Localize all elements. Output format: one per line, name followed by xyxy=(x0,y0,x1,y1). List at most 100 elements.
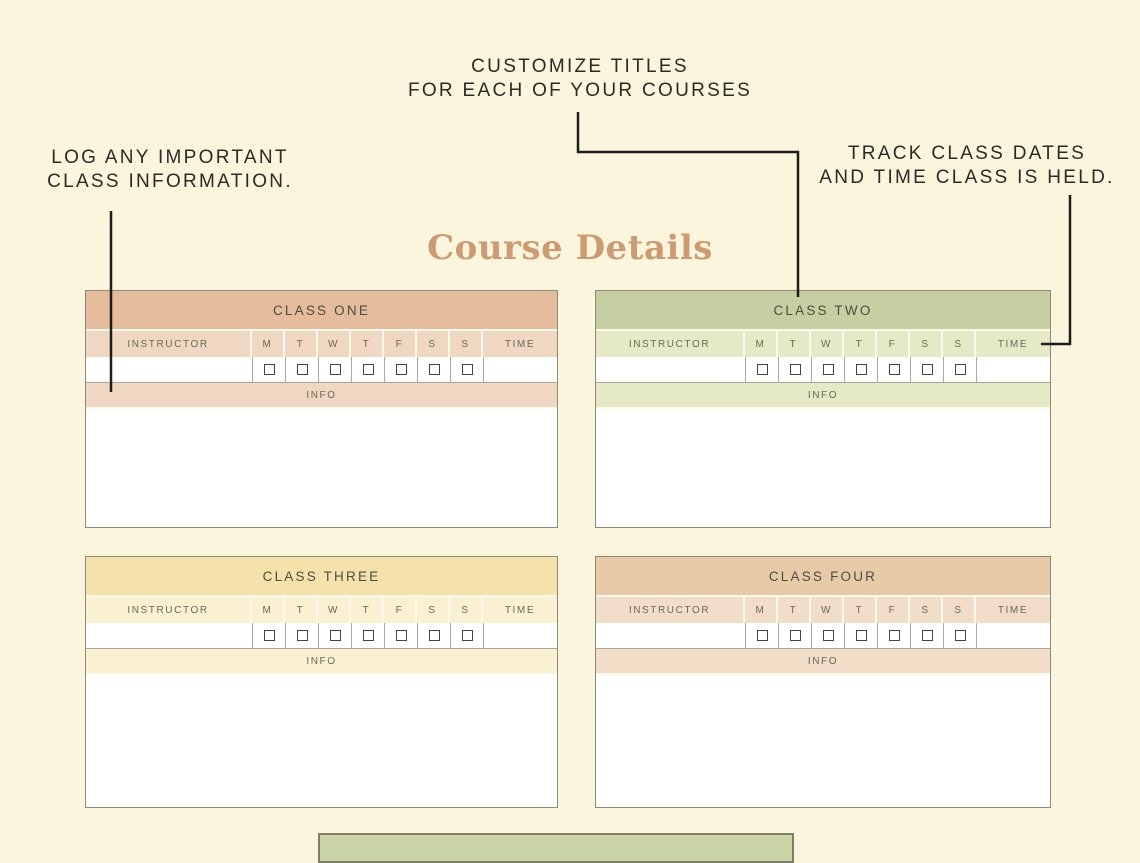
info-notes-area[interactable] xyxy=(596,675,1050,807)
day-column-header: S xyxy=(943,597,976,623)
day-checkbox-cell[interactable] xyxy=(351,623,384,648)
table-title-bar: CLASS ONE xyxy=(86,291,557,331)
day-checkbox[interactable] xyxy=(362,364,374,375)
day-checkbox[interactable] xyxy=(461,630,473,641)
table-entry-row xyxy=(596,357,1050,383)
day-checkbox[interactable] xyxy=(855,630,867,641)
day-checkbox-cell[interactable] xyxy=(844,357,877,382)
day-checkbox[interactable] xyxy=(822,364,834,375)
day-checkbox-cell[interactable] xyxy=(417,357,450,382)
time-input-field[interactable] xyxy=(976,357,1050,382)
info-notes-area[interactable] xyxy=(86,409,557,527)
day-checkbox[interactable] xyxy=(954,630,966,641)
info-notes-area[interactable] xyxy=(86,675,557,807)
day-column-header: S xyxy=(943,331,976,357)
table-entry-row xyxy=(86,357,557,383)
day-checkbox[interactable] xyxy=(395,630,407,641)
day-checkbox[interactable] xyxy=(954,364,966,375)
day-checkbox-cell[interactable] xyxy=(844,623,877,648)
day-checkbox-cell[interactable] xyxy=(318,623,351,648)
day-checkbox-cell[interactable] xyxy=(285,623,318,648)
day-checkbox[interactable] xyxy=(362,630,374,641)
day-checkbox-cell[interactable] xyxy=(285,357,318,382)
day-checkbox[interactable] xyxy=(789,630,801,641)
day-checkbox-cell[interactable] xyxy=(943,623,976,648)
day-checkbox-cell[interactable] xyxy=(943,357,976,382)
day-checkbox-cell[interactable] xyxy=(877,623,910,648)
day-checkbox[interactable] xyxy=(296,364,308,375)
annotation-track-dates: TRACK CLASS DATES AND TIME CLASS IS HELD… xyxy=(802,142,1132,190)
day-checkbox-cell[interactable] xyxy=(252,357,285,382)
annotation-log-info: LOG ANY IMPORTANT CLASS INFORMATION. xyxy=(20,146,320,194)
day-checkbox-cell[interactable] xyxy=(417,623,450,648)
day-checkbox-cell[interactable] xyxy=(318,357,351,382)
day-checkbox-cell[interactable] xyxy=(811,357,844,382)
instructor-input-field[interactable] xyxy=(596,623,745,648)
instructor-column-header: INSTRUCTOR xyxy=(596,331,745,357)
day-column-header: T xyxy=(844,597,877,623)
day-column-header: W xyxy=(811,597,844,623)
day-checkbox[interactable] xyxy=(756,364,768,375)
time-input-field[interactable] xyxy=(483,623,557,648)
day-column-header: M xyxy=(252,331,285,357)
day-checkbox[interactable] xyxy=(296,630,308,641)
day-checkbox-cell[interactable] xyxy=(910,357,943,382)
info-row-label: INFO xyxy=(596,383,1050,409)
instructor-input-field[interactable] xyxy=(86,623,252,648)
day-checkbox[interactable] xyxy=(822,630,834,641)
day-checkbox-cell[interactable] xyxy=(877,357,910,382)
day-checkbox-cell[interactable] xyxy=(778,623,811,648)
day-checkbox[interactable] xyxy=(395,364,407,375)
day-checkbox-cell[interactable] xyxy=(450,357,483,382)
day-checkbox[interactable] xyxy=(263,364,275,375)
day-checkbox[interactable] xyxy=(855,364,867,375)
day-checkbox[interactable] xyxy=(921,630,933,641)
table-title-bar: CLASS TWO xyxy=(596,291,1050,331)
instructor-column-header: INSTRUCTOR xyxy=(596,597,745,623)
day-checkbox-cell[interactable] xyxy=(745,357,778,382)
day-checkbox-cell[interactable] xyxy=(811,623,844,648)
day-checkbox-cell[interactable] xyxy=(745,623,778,648)
day-checkbox[interactable] xyxy=(888,630,900,641)
instructor-input-field[interactable] xyxy=(596,357,745,382)
day-column-header: T xyxy=(351,597,384,623)
day-checkbox[interactable] xyxy=(756,630,768,641)
day-checkbox[interactable] xyxy=(921,364,933,375)
day-column-header: T xyxy=(285,597,318,623)
annotation-line: FOR EACH OF YOUR COURSES xyxy=(407,80,753,101)
day-checkbox[interactable] xyxy=(428,630,440,641)
instructor-column-header: INSTRUCTOR xyxy=(86,331,252,357)
day-checkbox[interactable] xyxy=(461,364,473,375)
day-column-header: W xyxy=(811,331,844,357)
time-input-field[interactable] xyxy=(976,623,1050,648)
day-checkbox-cell[interactable] xyxy=(252,623,285,648)
day-checkbox-cell[interactable] xyxy=(778,357,811,382)
time-input-field[interactable] xyxy=(483,357,557,382)
info-notes-area[interactable] xyxy=(596,409,1050,527)
day-checkbox-cell[interactable] xyxy=(384,623,417,648)
day-column-header: M xyxy=(745,331,778,357)
day-checkbox-cell[interactable] xyxy=(910,623,943,648)
day-checkbox[interactable] xyxy=(329,630,341,641)
day-checkbox[interactable] xyxy=(428,364,440,375)
annotation-line: TRACK CLASS DATES xyxy=(847,143,1087,164)
instructor-input-field[interactable] xyxy=(86,357,252,382)
day-checkbox-cell[interactable] xyxy=(384,357,417,382)
day-column-header: T xyxy=(778,331,811,357)
partial-table-title-bar xyxy=(318,833,794,863)
time-column-header: TIME xyxy=(483,597,557,623)
day-checkbox-cell[interactable] xyxy=(351,357,384,382)
day-checkbox[interactable] xyxy=(888,364,900,375)
day-checkbox[interactable] xyxy=(789,364,801,375)
day-checkbox-cell[interactable] xyxy=(450,623,483,648)
day-checkbox[interactable] xyxy=(263,630,275,641)
time-column-header: TIME xyxy=(976,331,1050,357)
annotation-customize-titles: CUSTOMIZE TITLES FOR EACH OF YOUR COURSE… xyxy=(330,55,830,103)
day-column-header: W xyxy=(318,597,351,623)
day-column-header: F xyxy=(384,331,417,357)
day-checkbox[interactable] xyxy=(329,364,341,375)
